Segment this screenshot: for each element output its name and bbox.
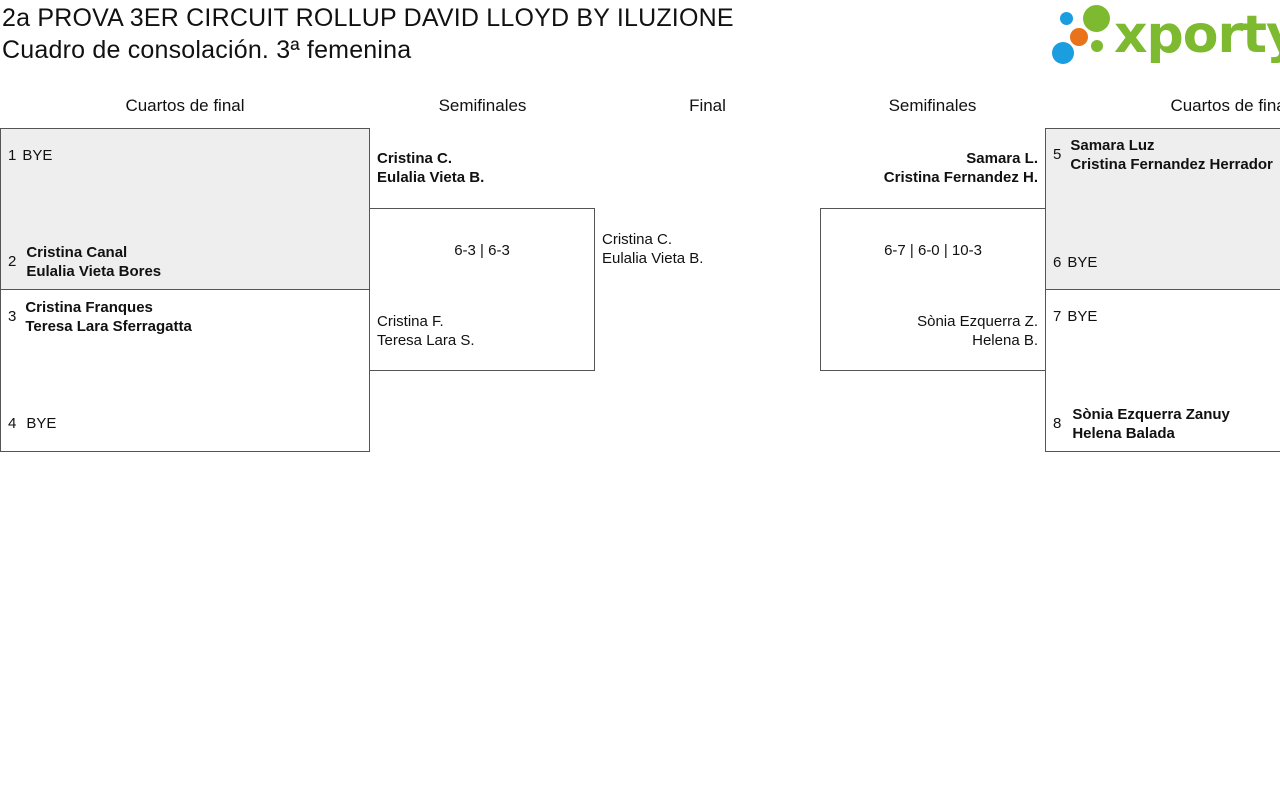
seed-entry: 4 BYE	[8, 415, 56, 432]
left-semi-score: 6-3 | 6-3	[454, 242, 510, 259]
left-quarter-match-1: 1 BYE 2 Cristina Canal Eulalia Vieta Bore…	[0, 128, 370, 290]
round-header-final: Final	[689, 96, 726, 115]
seed-number: 3	[8, 308, 17, 325]
right-quarter-match-2: 7 BYE 8 Sònia Ezquerra Zanuy Helena Balad…	[1045, 289, 1280, 452]
seed-entry: 3 Cristina Franques Teresa Lara Sferraga…	[8, 298, 192, 336]
player-name: Eulalia Vieta B.	[377, 169, 485, 186]
seed-number: 1	[8, 147, 17, 164]
logo-wordmark: xporty	[1114, 5, 1280, 65]
right-semi-top-team: Samara L. Cristina Fernandez H.	[820, 149, 1038, 187]
seed-entry: 1 BYE	[8, 147, 52, 164]
final-winner: Cristina C. Eulalia Vieta B.	[602, 230, 703, 268]
seed-number: 4	[8, 415, 17, 432]
right-semi-bottom-team: Sònia Ezquerra Z. Helena B.	[821, 312, 1038, 350]
player-name: Eulalia Vieta Bores	[26, 263, 162, 280]
page-subtitle: Cuadro de consolación. 3ª femenina	[2, 36, 412, 64]
player-name: BYE	[1067, 308, 1098, 325]
logo-dot-orange	[1070, 28, 1088, 46]
round-header-left-quarters: Cuartos de final	[125, 96, 245, 115]
right-semi-score: 6-7 | 6-0 | 10-3	[884, 242, 982, 259]
player-name: Cristina Fernandez H.	[883, 169, 1038, 186]
seed-entry: 5 Samara Luz Cristina Fernandez Herrador	[1053, 136, 1273, 174]
player-name: Sònia Ezquerra Z.	[917, 313, 1038, 330]
player-name: Cristina C.	[377, 150, 453, 167]
player-name: Sònia Ezquerra Zanuy	[1072, 406, 1230, 423]
logo-dot-blue-big	[1052, 42, 1074, 64]
logo-dot-green-top	[1083, 5, 1110, 32]
seed-number: 7	[1053, 308, 1062, 325]
player-name: Cristina Canal	[26, 244, 128, 261]
player-name: Eulalia Vieta B.	[602, 250, 704, 267]
seed-entry: 8 Sònia Ezquerra Zanuy Helena Balada	[1053, 405, 1230, 443]
page-title: 2a PROVA 3ER CIRCUIT ROLLUP DAVID LLOYD …	[2, 4, 734, 32]
player-name: Samara L.	[966, 150, 1038, 167]
round-header-left-semis: Semifinales	[438, 96, 527, 115]
seed-entry: 6 BYE	[1053, 254, 1097, 271]
player-name: Cristina Fernandez Herrador	[1070, 156, 1273, 173]
seed-entry: 2 Cristina Canal Eulalia Vieta Bores	[8, 243, 161, 281]
round-header-right-quarters: Cuartos de final	[1170, 96, 1280, 115]
seed-number: 2	[8, 253, 17, 270]
seed-number: 6	[1053, 254, 1062, 271]
xporty-logo: xporty	[1050, 4, 1280, 66]
seed-number: 8	[1053, 415, 1062, 432]
player-name: Helena Balada	[1072, 425, 1175, 442]
seed-entry: 7 BYE	[1053, 308, 1097, 325]
right-quarter-match-1: 5 Samara Luz Cristina Fernandez Herrador…	[1045, 128, 1280, 290]
player-name: Cristina F.	[377, 313, 444, 330]
player-name: Samara Luz	[1070, 137, 1155, 154]
left-semi-bottom-team: Cristina F. Teresa Lara S.	[377, 312, 475, 350]
right-semi-match: 6-7 | 6-0 | 10-3 Sònia Ezquerra Z. Helen…	[820, 208, 1046, 371]
player-name: BYE	[22, 147, 53, 164]
round-header-right-semis: Semifinales	[888, 96, 977, 115]
player-name: Teresa Lara S.	[377, 332, 475, 349]
player-name: BYE	[1067, 254, 1098, 271]
player-name: Teresa Lara Sferragatta	[25, 318, 192, 335]
logo-dot-blue	[1060, 12, 1073, 25]
logo-dot-green-small	[1091, 40, 1103, 52]
left-semi-top-team: Cristina C. Eulalia Vieta B.	[377, 149, 484, 187]
player-name: BYE	[26, 415, 57, 432]
player-name: Cristina C.	[602, 231, 673, 248]
player-name: Cristina Franques	[25, 299, 153, 316]
player-name: Helena B.	[972, 332, 1038, 349]
seed-number: 5	[1053, 146, 1062, 163]
left-semi-match: 6-3 | 6-3 Cristina F. Teresa Lara S.	[369, 208, 595, 371]
left-quarter-match-2: 3 Cristina Franques Teresa Lara Sferraga…	[0, 289, 370, 452]
